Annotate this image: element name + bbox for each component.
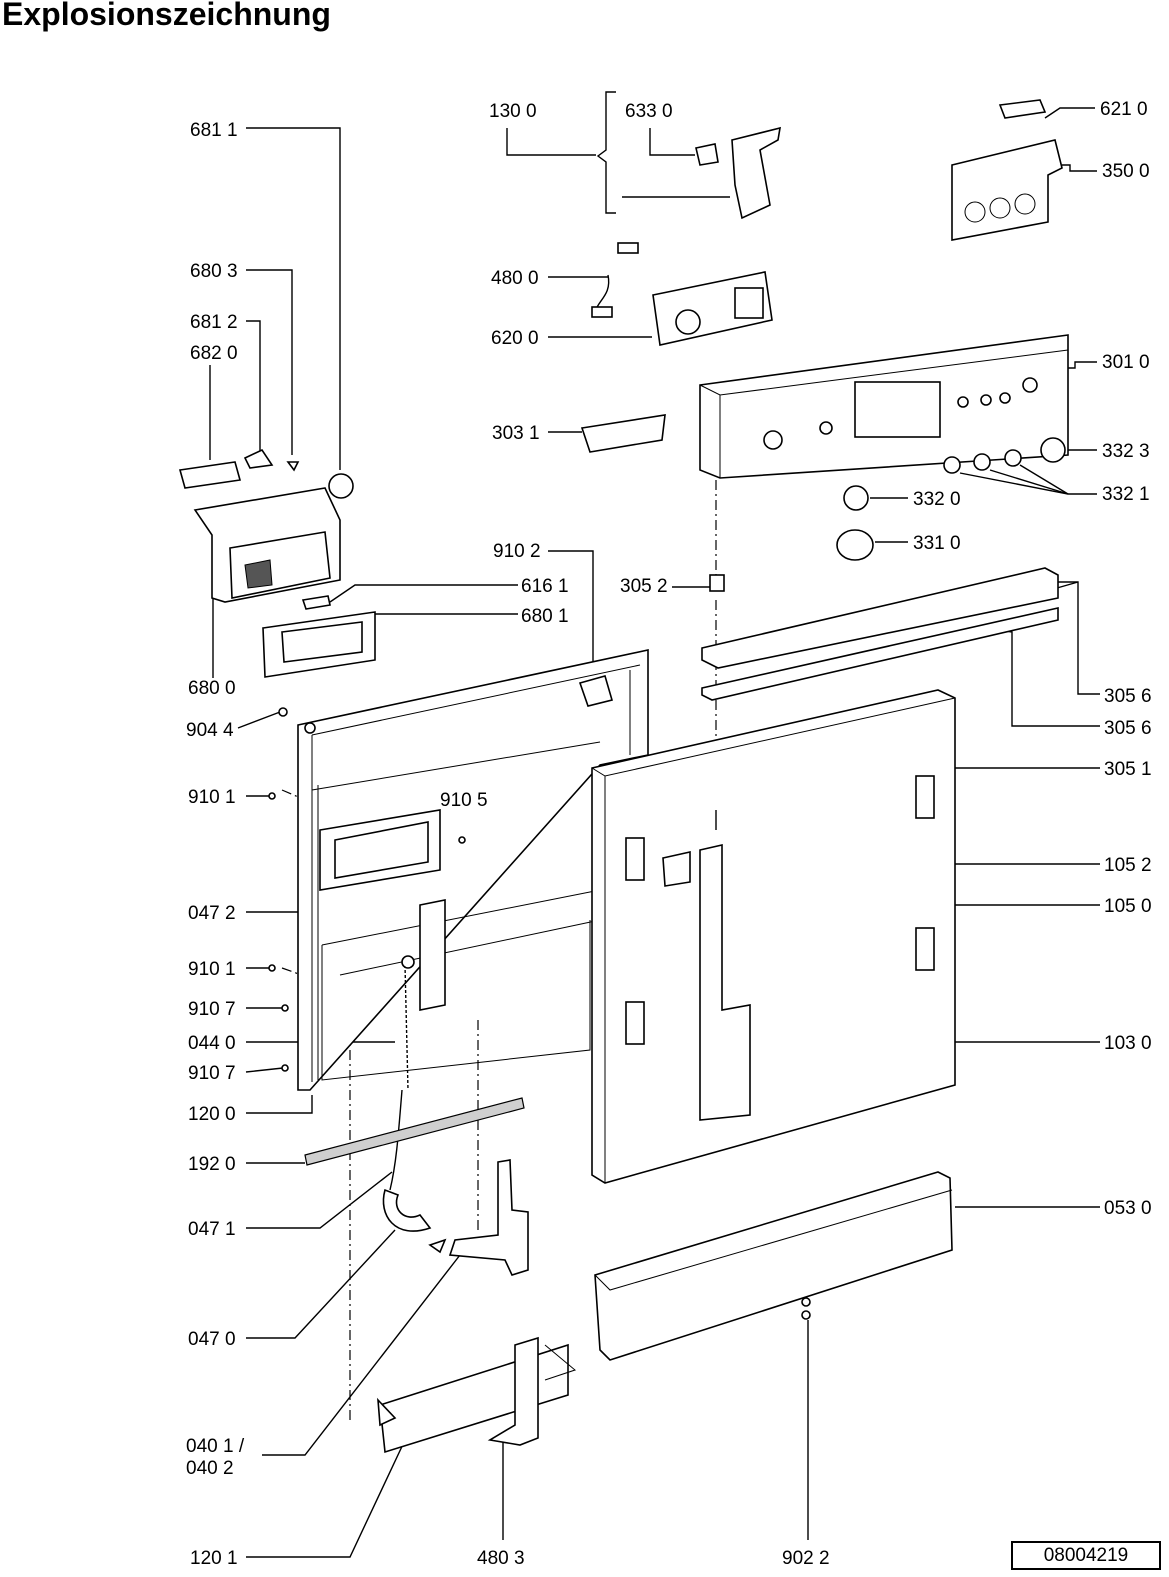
label-9102: 910 2: [493, 541, 541, 562]
label-6812: 681 2: [190, 312, 238, 333]
kick-plate: [377, 1336, 577, 1454]
bottom-strip: [304, 1097, 525, 1166]
label-3031: 303 1: [492, 423, 540, 444]
label-9101b: 910 1: [188, 959, 236, 980]
fasteners: [268, 675, 614, 1072]
label-1050: 105 0: [1104, 896, 1152, 917]
label-6200: 620 0: [491, 328, 539, 349]
label-1200: 120 0: [188, 1104, 236, 1125]
label-6330: 633 0: [625, 101, 673, 122]
label-3310: 331 0: [913, 533, 961, 554]
label-9105: 910 5: [440, 790, 488, 811]
base-rail: [594, 1171, 953, 1361]
label-4803: 480 3: [477, 1548, 525, 1569]
label-4800: 480 0: [491, 268, 539, 289]
label-1300: 130 0: [489, 101, 537, 122]
label-1030: 103 0: [1104, 1033, 1152, 1054]
label-3052: 305 2: [620, 576, 668, 597]
label-6803: 680 3: [190, 261, 238, 282]
label-6811: 681 1: [190, 120, 238, 141]
label-6801: 680 1: [521, 606, 569, 627]
inner-door-panel: [297, 649, 649, 1091]
power-board: [951, 99, 1063, 241]
label-3056b: 305 6: [1104, 718, 1152, 739]
label-6161: 616 1: [521, 576, 569, 597]
control-panel: [699, 334, 1069, 479]
label-1201: 120 1: [190, 1548, 238, 1569]
label-1052: 105 2: [1104, 855, 1152, 876]
label-9022: 902 2: [782, 1548, 830, 1569]
display-module: [580, 414, 666, 453]
label-0472: 047 2: [188, 903, 236, 924]
hinge-assembly: [382, 1159, 529, 1276]
part-labels: 681 1 680 3 681 2 682 0 130 0 633 0 621 …: [186, 99, 1152, 1569]
label-3056a: 305 6: [1104, 686, 1152, 707]
label-3051: 305 1: [1104, 759, 1152, 780]
label-0401: 040 1 /: [186, 1436, 245, 1457]
label-1920: 192 0: [188, 1154, 236, 1175]
door-lock: [695, 126, 781, 220]
knobs: [836, 437, 1066, 561]
top-rails: [701, 567, 1059, 701]
label-9107b: 910 7: [188, 1063, 236, 1084]
label-0440: 044 0: [188, 1033, 236, 1054]
label-0470: 047 0: [188, 1329, 236, 1350]
door-spring: [389, 955, 415, 1191]
label-9101a: 910 1: [188, 787, 236, 808]
label-6800: 680 0: [188, 678, 236, 699]
detergent-dispenser: [178, 448, 376, 678]
outer-door-panel: [591, 689, 956, 1184]
label-3010: 301 0: [1102, 352, 1150, 373]
label-3500: 350 0: [1102, 161, 1150, 182]
label-6210: 621 0: [1100, 99, 1148, 120]
label-3321: 332 1: [1102, 484, 1150, 505]
label-0471: 047 1: [188, 1219, 236, 1240]
drawing-number: 08004219: [1011, 1541, 1161, 1570]
label-0402: 040 2: [186, 1458, 234, 1479]
electronic-module: [591, 242, 773, 346]
label-6820: 682 0: [190, 343, 238, 364]
label-3323: 332 3: [1102, 441, 1150, 462]
label-9044: 904 4: [186, 720, 234, 741]
label-3320: 332 0: [913, 489, 961, 510]
label-9107a: 910 7: [188, 999, 236, 1020]
label-0530: 053 0: [1104, 1198, 1152, 1219]
page-title: Explosionszeichnung: [2, 0, 331, 32]
